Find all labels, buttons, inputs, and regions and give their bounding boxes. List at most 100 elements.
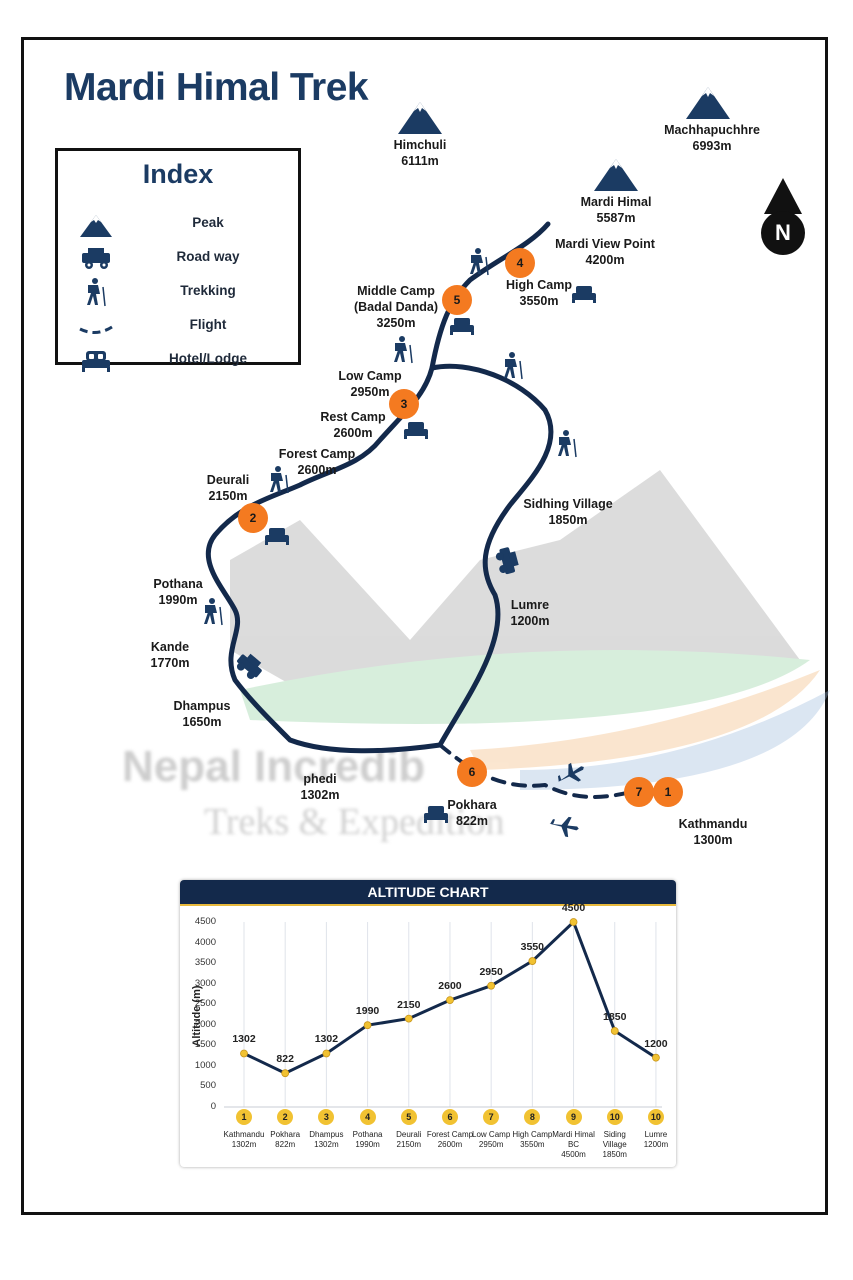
chart-data-label: 1200 bbox=[644, 1037, 668, 1050]
peak-himchuli-icon bbox=[398, 102, 442, 134]
chart-category-number: 1 bbox=[236, 1109, 252, 1125]
place-name: Low Camp bbox=[338, 369, 402, 383]
peak-label-himchuli: Himchuli 6111m bbox=[380, 137, 460, 169]
place-altitude: 1200m bbox=[510, 614, 550, 628]
chart-data-point bbox=[240, 1049, 248, 1058]
chart-category-altitude: 4500m bbox=[561, 1150, 586, 1159]
route-marker-6: 6 bbox=[457, 757, 487, 787]
place-name: Forest Camp bbox=[278, 447, 356, 461]
place-label-lumre: Lumre 1200m bbox=[500, 597, 560, 629]
chart-category-number: 10 bbox=[647, 1109, 664, 1125]
chart-y-tick: 4000 bbox=[194, 936, 216, 948]
place-altitude: 1302m bbox=[300, 788, 340, 802]
bed-icon bbox=[265, 286, 596, 823]
peak-altitude: 6993m bbox=[692, 139, 732, 153]
chart-data-label: 1990 bbox=[355, 1005, 380, 1018]
chart-category-name: Siding Village bbox=[602, 1130, 627, 1149]
chart-category-number: 8 bbox=[524, 1109, 541, 1125]
place-altitude: 2950m bbox=[350, 385, 390, 399]
place-altitude: 822m bbox=[456, 814, 488, 828]
chart-data-label: 1302 bbox=[314, 1033, 339, 1046]
bed-icon bbox=[82, 351, 110, 372]
chart-title: ALTITUDE CHART bbox=[367, 884, 489, 900]
place-name: Mardi View Point bbox=[555, 237, 655, 251]
chart-data-label: 2150 bbox=[397, 998, 421, 1011]
chart-category-number: 2 bbox=[277, 1109, 294, 1125]
chart-category-name: Kathmandu bbox=[223, 1130, 265, 1139]
chart-category-name: Dhampus bbox=[309, 1130, 344, 1139]
place-altitude: 4200m bbox=[585, 253, 625, 267]
chart-data-point bbox=[322, 1049, 331, 1058]
chart-category-altitude: 1302m bbox=[314, 1140, 339, 1149]
peak-label-mardi: Mardi Himal 5587m bbox=[568, 194, 664, 226]
chart-category-name: Forest Camp bbox=[426, 1130, 474, 1139]
chart-y-tick: 3500 bbox=[194, 957, 216, 969]
chart-category-number: 7 bbox=[483, 1109, 500, 1125]
place-label-forestcamp: Forest Camp 2600m bbox=[270, 446, 364, 478]
chart-y-tick: 0 bbox=[210, 1101, 216, 1112]
route-marker-1: 1 bbox=[653, 777, 683, 807]
compass-letter: N bbox=[775, 220, 791, 245]
chart-category-number: 4 bbox=[359, 1109, 376, 1125]
peak-name: Himchuli bbox=[393, 138, 447, 152]
legend-label: Peak bbox=[192, 215, 224, 230]
legend-box: Index Peak Road way Trekking Flight bbox=[55, 148, 301, 372]
legend-label: Road way bbox=[176, 249, 240, 264]
peak-label-machhapuchhre: Machhapuchhre 6993m bbox=[652, 122, 772, 154]
chart-category-number: 5 bbox=[400, 1109, 417, 1125]
route-marker-7: 7 bbox=[624, 777, 654, 807]
place-label-highcamp: High Camp 3550m bbox=[496, 277, 582, 309]
legend-title: Index bbox=[142, 159, 214, 189]
place-name: Dhampus bbox=[173, 699, 231, 713]
chart-y-tick: 2500 bbox=[194, 998, 216, 1010]
airplane-icon bbox=[549, 762, 584, 838]
place-altitude: 1650m bbox=[182, 715, 222, 729]
chart-data-label: 3550 bbox=[520, 941, 545, 954]
map-frame bbox=[21, 37, 828, 1215]
chart-data-point bbox=[610, 1027, 619, 1035]
chart-data-point bbox=[404, 1014, 413, 1023]
chart-category-number: 6 bbox=[441, 1109, 458, 1125]
place-label-lowcamp: Low Camp 2950m bbox=[330, 368, 410, 400]
chart-category-number: 10 bbox=[606, 1109, 623, 1125]
legend-label: Trekking bbox=[180, 283, 236, 298]
chart-y-tick: 1500 bbox=[194, 1039, 216, 1051]
chart-category-name: Mardi Himal BC bbox=[552, 1130, 595, 1149]
chart-data-label: 1302 bbox=[232, 1033, 256, 1046]
route-marker-2: 2 bbox=[238, 503, 268, 533]
place-label-kathmandu: Kathmandu 1300m bbox=[670, 816, 756, 848]
chart-category-altitude: 1302m bbox=[231, 1140, 257, 1149]
chart-data-point bbox=[569, 918, 578, 926]
chart-category-altitude: 822m bbox=[275, 1140, 296, 1149]
place-label-sidhing: Sidhing Village 1850m bbox=[512, 496, 624, 528]
place-altitude: 2150m bbox=[208, 489, 248, 503]
chart-category-name: Pokhara bbox=[270, 1130, 301, 1139]
compass-icon bbox=[761, 178, 805, 255]
place-label-deurali: Deurali 2150m bbox=[196, 472, 260, 504]
chart-data-label: 822 bbox=[276, 1053, 294, 1066]
peak-name: Machhapuchhre bbox=[664, 123, 760, 137]
place-label-phedi: phedi 1302m bbox=[290, 771, 350, 803]
dashed-flight-line-icon bbox=[79, 325, 113, 334]
chart-category-altitude: 2150m bbox=[396, 1140, 421, 1149]
place-altitude: 2600m bbox=[297, 463, 337, 477]
peak-altitude: 6111m bbox=[401, 154, 439, 168]
chart-y-tick: 500 bbox=[200, 1080, 216, 1092]
place-altitude: 3550m bbox=[519, 294, 559, 308]
route-line-east bbox=[429, 363, 554, 748]
legend-item-trekking: Trekking bbox=[58, 277, 298, 309]
chart-data-label: 2950 bbox=[479, 965, 503, 978]
place-name: Deurali bbox=[206, 473, 250, 487]
route-marker-5: 5 bbox=[442, 285, 472, 315]
legend-label: Flight bbox=[189, 317, 227, 332]
place-altitude: 2600m bbox=[333, 426, 373, 440]
chart-y-tick: 4500 bbox=[194, 916, 216, 927]
route-marker-4: 4 bbox=[505, 248, 535, 278]
jeep-icon bbox=[82, 248, 110, 269]
